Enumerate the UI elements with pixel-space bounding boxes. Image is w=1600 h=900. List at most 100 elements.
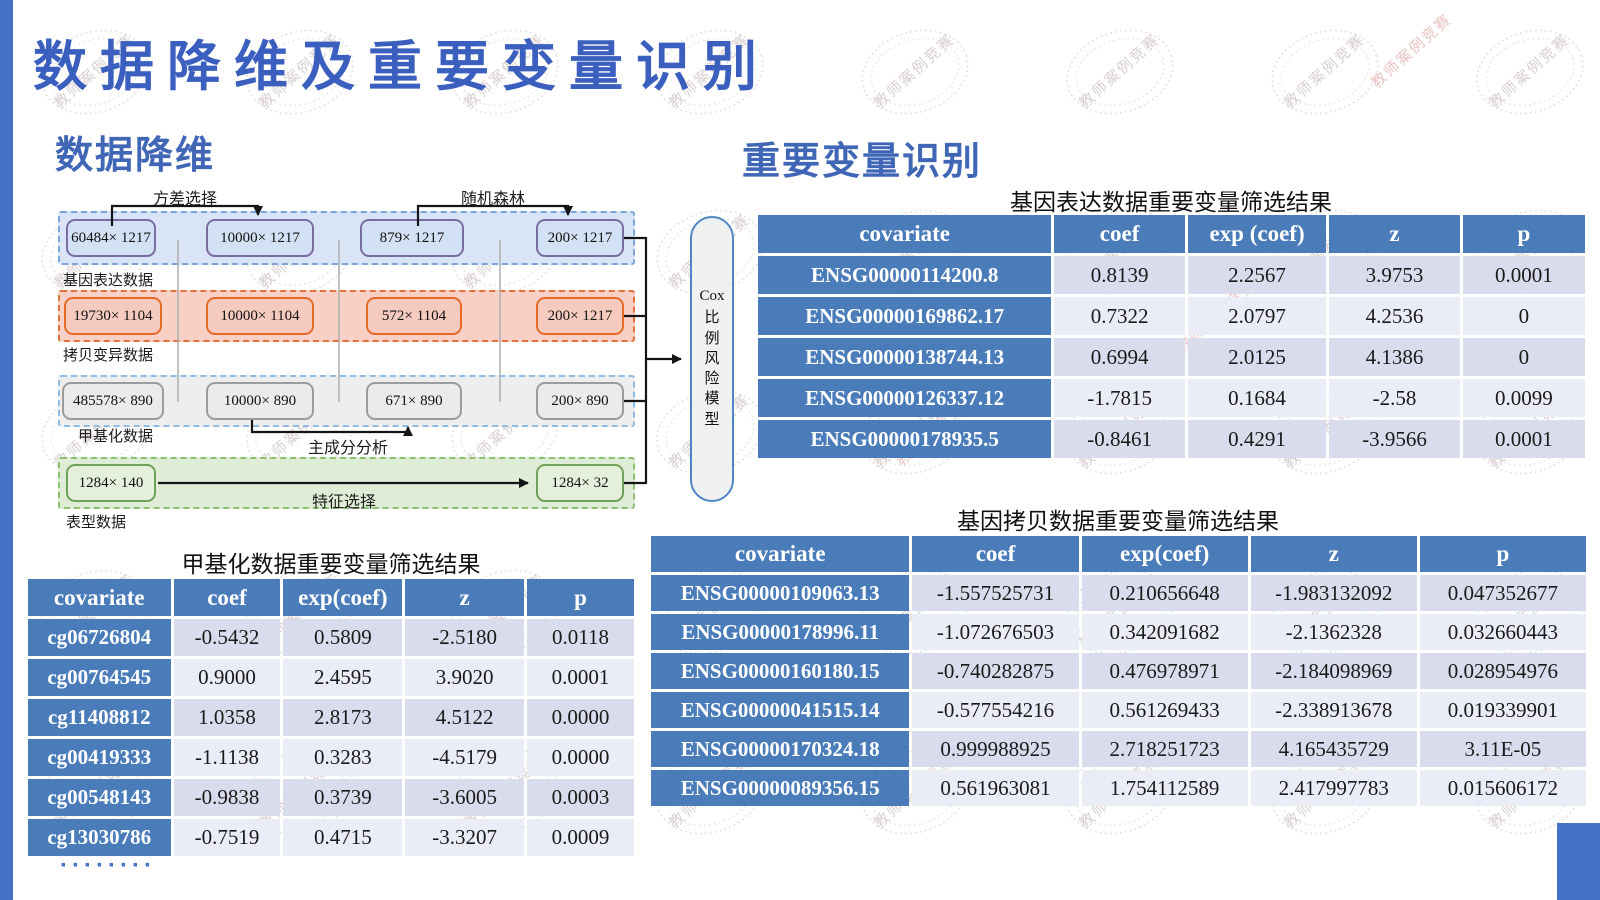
value-cell: 1.0358 (173, 699, 281, 736)
value-cell: 0.9000 (173, 659, 281, 696)
table-title-gene-expression: 基因表达数据重要变量筛选结果 (1010, 189, 1332, 215)
value-cell: 2.417997783 (1250, 770, 1417, 806)
value-cell: 0.1684 (1187, 379, 1327, 417)
value-cell: 0.047352677 (1419, 575, 1586, 611)
column-header: covariate (28, 579, 171, 616)
matrix-box: 572× 1104 (366, 297, 462, 335)
value-cell: -2.338913678 (1250, 692, 1417, 728)
value-cell: 0.3739 (283, 779, 403, 816)
cox-label-zh: 比例风险模型 (704, 309, 720, 428)
value-cell: 4.2536 (1329, 297, 1460, 335)
band-label-methylation: 甲基化数据 (78, 428, 154, 445)
matrix-box: 19730× 1104 (64, 297, 162, 335)
band-label-copy-variation: 拷贝变异数据 (63, 347, 154, 364)
value-cell: 0.015606172 (1419, 770, 1586, 806)
value-cell: -2.1362328 (1250, 614, 1417, 650)
covariate-cell: ENSG00000126337.12 (758, 379, 1052, 417)
value-cell: 4.1386 (1329, 338, 1460, 376)
covariate-cell: ENSG00000138744.13 (758, 338, 1052, 376)
matrix-box: 671× 890 (366, 382, 462, 420)
covariate-cell: ENSG00000041515.14 (651, 692, 910, 728)
table-title-gene-copy: 基因拷贝数据重要变量筛选结果 (957, 508, 1279, 534)
section-heading-dim-reduction: 数据降维 (55, 135, 216, 177)
value-cell: 2.0125 (1187, 338, 1327, 376)
covariate-cell: cg06726804 (28, 619, 171, 656)
covariate-cell: cg11408812 (28, 699, 171, 736)
value-cell: 0.028954976 (1419, 653, 1586, 689)
step-label-variance-selection: 方差选择 (152, 191, 218, 208)
value-cell: -0.5432 (173, 619, 281, 656)
value-cell: 0.0003 (527, 779, 634, 816)
matrix-box: 10000× 890 (206, 382, 314, 420)
value-cell: -3.9566 (1329, 420, 1460, 458)
matrix-box: 60484× 1217 (66, 219, 156, 257)
covariate-cell: ENSG00000178935.5 (758, 420, 1052, 458)
value-cell: 3.11E-05 (1419, 731, 1586, 767)
value-cell: 0.032660443 (1419, 614, 1586, 650)
value-cell: 0.7322 (1054, 297, 1185, 335)
step-label-pca: 主成分分析 (307, 440, 389, 457)
value-cell: -1.7815 (1054, 379, 1185, 417)
matrix-box: 200× 1217 (536, 297, 624, 335)
value-cell: -1.983132092 (1250, 575, 1417, 611)
value-cell: 0.8139 (1054, 256, 1185, 294)
value-cell: 0.0000 (527, 739, 634, 776)
value-cell: -4.5179 (405, 739, 525, 776)
value-cell: 0.476978971 (1081, 653, 1248, 689)
value-cell: 4.5122 (405, 699, 525, 736)
covariate-cell: ENSG00000089356.15 (651, 770, 910, 806)
value-cell: -1.557525731 (912, 575, 1079, 611)
covariate-cell: cg00764545 (28, 659, 171, 696)
value-cell: 2.2567 (1187, 256, 1327, 294)
covariate-cell: cg00419333 (28, 739, 171, 776)
value-cell: -0.9838 (173, 779, 281, 816)
covariate-cell: ENSG00000160180.15 (651, 653, 910, 689)
value-cell: 0.342091682 (1081, 614, 1248, 650)
matrix-box: 200× 1217 (536, 219, 624, 257)
covariate-cell: ENSG00000169862.17 (758, 297, 1052, 335)
value-cell: 2.8173 (283, 699, 403, 736)
value-cell: 1.754112589 (1081, 770, 1248, 806)
matrix-box: 879× 1217 (360, 219, 464, 257)
table-title-methylation: 甲基化数据重要变量筛选结果 (181, 551, 481, 577)
column-header: coef (1054, 215, 1185, 253)
value-cell: 4.165435729 (1250, 731, 1417, 767)
column-header: coef (912, 536, 1079, 572)
step-label-feature-selection: 特征选择 (311, 494, 377, 511)
section-heading-important-vars: 重要变量识别 (742, 141, 983, 183)
column-header: exp(coef) (1081, 536, 1248, 572)
covariate-cell: cg00548143 (28, 779, 171, 816)
value-cell: 0.0118 (527, 619, 634, 656)
column-header: z (405, 579, 525, 616)
value-cell: -2.184098969 (1250, 653, 1417, 689)
value-cell: -0.740282875 (912, 653, 1079, 689)
value-cell: -3.3207 (405, 819, 525, 856)
value-cell: 0.210656648 (1081, 575, 1248, 611)
value-cell: 3.9020 (405, 659, 525, 696)
value-cell: -0.8461 (1054, 420, 1185, 458)
covariate-cell: ENSG00000114200.8 (758, 256, 1052, 294)
matrix-box: 10000× 1217 (206, 219, 314, 257)
column-header: covariate (651, 536, 910, 572)
value-cell: 0.999988925 (912, 731, 1079, 767)
value-cell: -2.58 (1329, 379, 1460, 417)
column-header: coef (173, 579, 281, 616)
value-cell: 0.0099 (1462, 379, 1585, 417)
cox-model-box: Cox 比例风险模型 (690, 216, 734, 502)
value-cell: -0.7519 (173, 819, 281, 856)
band-label-phenotype: 表型数据 (66, 514, 127, 531)
matrix-box: 10000× 1104 (206, 297, 314, 335)
